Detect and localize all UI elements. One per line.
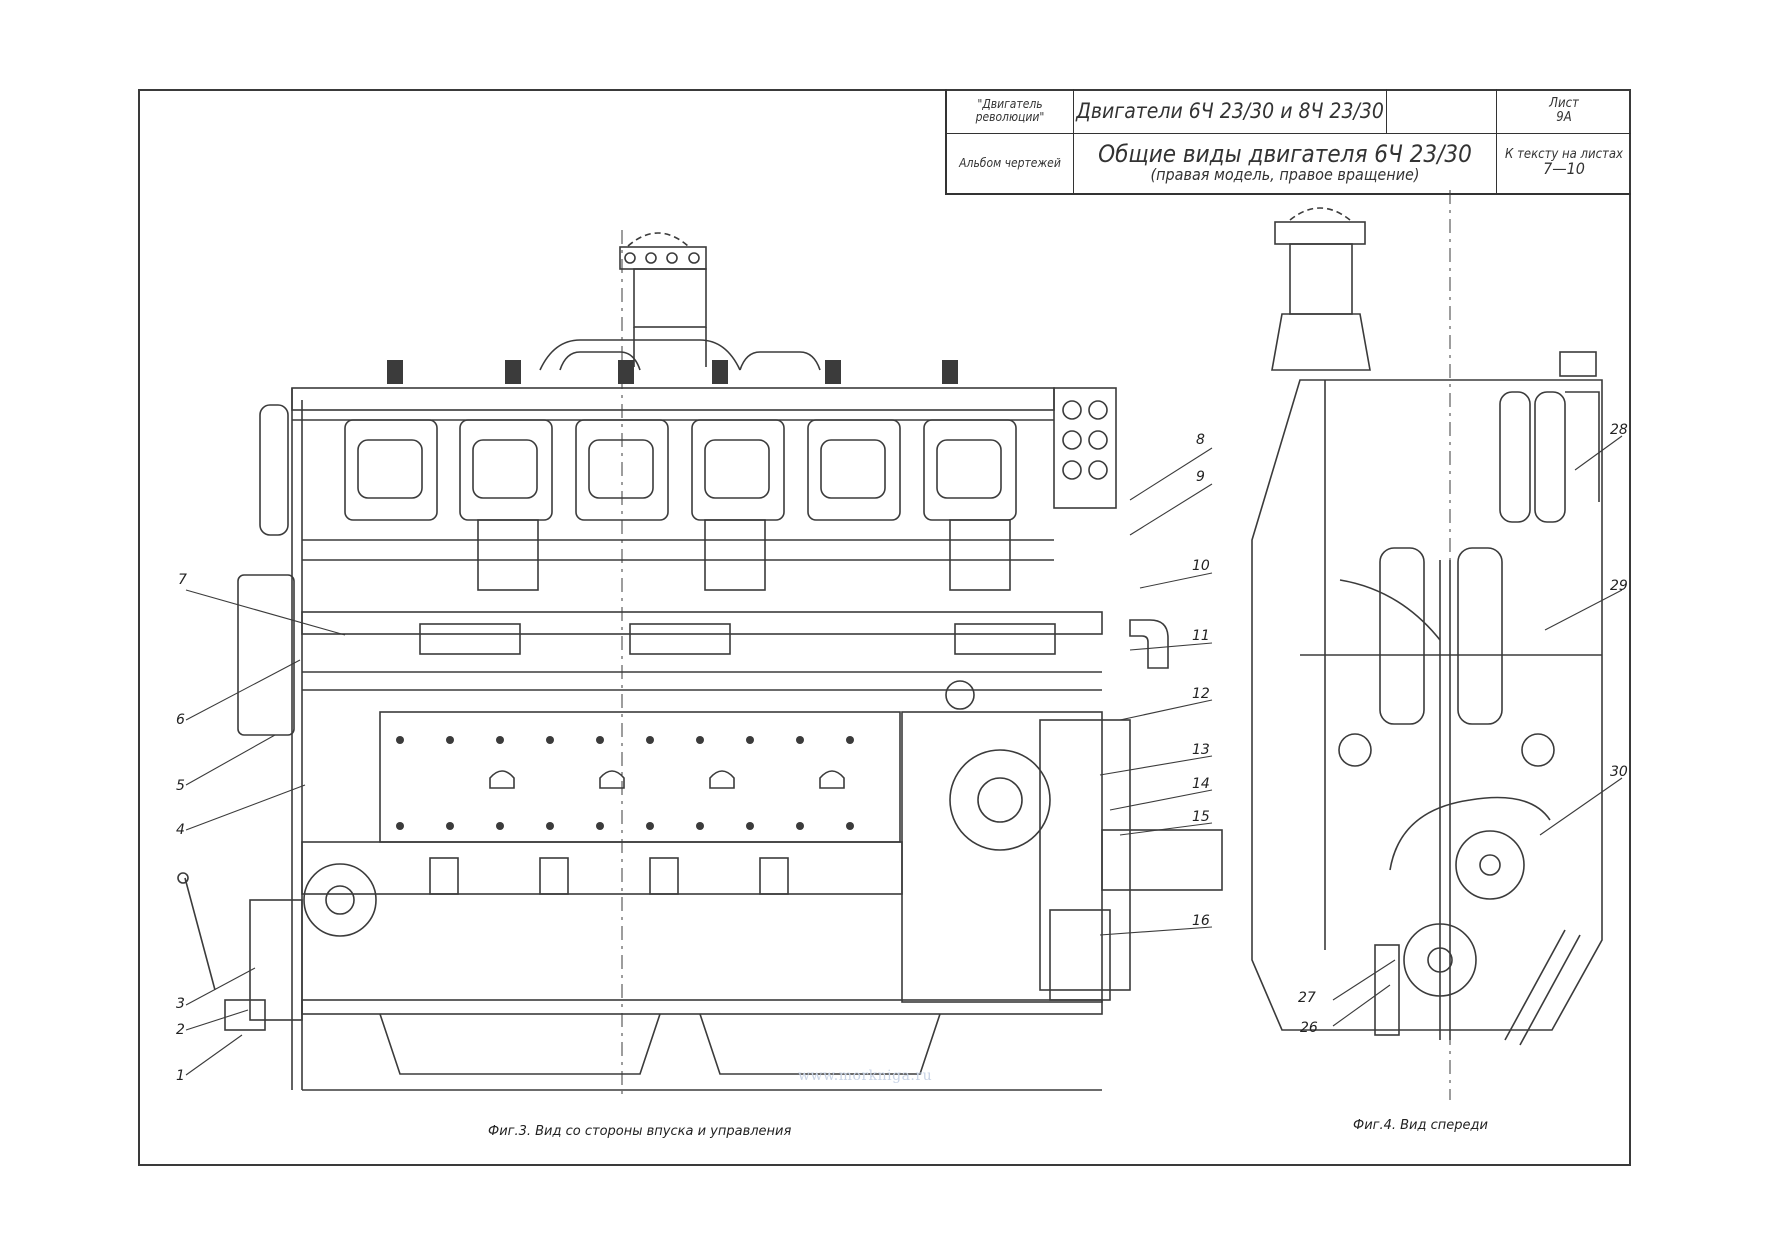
callout-26: 26 <box>1300 1020 1318 1036</box>
text-reference-pages: 7—10 <box>1543 159 1585 179</box>
callout-leaders-fig3 <box>185 447 1213 1076</box>
callout-12: 12 <box>1192 686 1210 702</box>
callout-4: 4 <box>176 822 185 838</box>
callout-13: 13 <box>1192 742 1210 758</box>
figure-3-caption: Фиг.3. Вид со стороны впуска и управлени… <box>488 1124 792 1139</box>
callout-9: 9 <box>1196 469 1205 485</box>
sheet-cell: Лист 9А <box>1497 89 1631 133</box>
callout-8: 8 <box>1196 432 1205 448</box>
album-subtitle: Альбом чертежей <box>947 133 1074 193</box>
callout-3: 3 <box>176 996 185 1012</box>
callout-28: 28 <box>1610 422 1628 438</box>
text-reference-cell: К тексту на листах 7—10 <box>1497 133 1631 193</box>
callout-leaders-fig4 <box>1332 435 1623 1027</box>
callout-1: 1 <box>176 1068 185 1084</box>
callout-10: 10 <box>1192 558 1210 574</box>
drawing-frame <box>138 89 1631 1166</box>
general-views-cell: Общие виды двигателя 6Ч 23/30 (правая мо… <box>1074 133 1497 193</box>
callout-30: 30 <box>1610 764 1628 780</box>
callouts-fig3: 1 2 3 4 5 6 7 8 9 10 11 12 13 14 15 16 <box>176 432 1210 1084</box>
watermark: www.morkniga.ru <box>798 1068 933 1084</box>
front-view-engine <box>1251 190 1603 1100</box>
side-view-engine <box>177 230 1223 1100</box>
general-views-title: Общие виды двигателя 6Ч 23/30 <box>1098 140 1472 168</box>
sheet-number: 9А <box>1556 110 1572 125</box>
general-views-subtitle: (правая модель, правое вращение) <box>1150 165 1420 185</box>
figure-4-caption: Фиг.4. Вид спереди <box>1353 1118 1488 1133</box>
sheet-label: Лист <box>1549 96 1579 112</box>
title-block: "Двигатель революции" Двигатели 6Ч 23/30… <box>945 89 1631 195</box>
callout-7: 7 <box>178 572 187 588</box>
callout-16: 16 <box>1192 913 1210 929</box>
text-reference-label: К тексту на листах <box>1505 146 1623 162</box>
callout-11: 11 <box>1192 628 1210 644</box>
album-title: "Двигатель революции" <box>947 89 1074 133</box>
callout-15: 15 <box>1192 809 1210 825</box>
callout-2: 2 <box>176 1022 185 1038</box>
callouts-fig4: 26 27 28 29 30 <box>1298 422 1628 1036</box>
callout-29: 29 <box>1610 578 1628 594</box>
title-block-divider <box>947 133 1631 134</box>
callout-5: 5 <box>176 778 185 794</box>
callout-14: 14 <box>1192 776 1210 792</box>
empty-cell <box>1387 89 1497 133</box>
engines-title: Двигатели 6Ч 23/30 и 8Ч 23/30 <box>1074 89 1387 133</box>
callout-6: 6 <box>176 712 185 728</box>
callout-27: 27 <box>1298 990 1316 1006</box>
